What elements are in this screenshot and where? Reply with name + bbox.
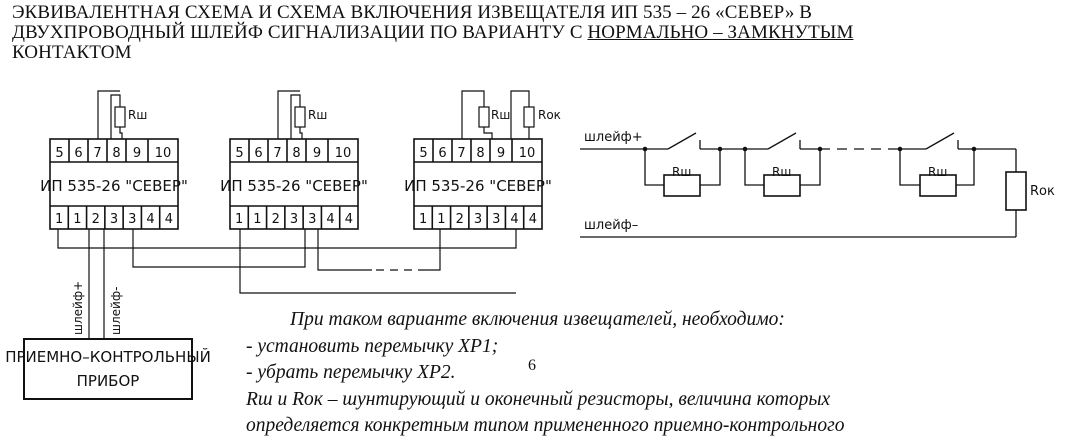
module-2-bottom-terminal-3: 2	[272, 212, 280, 227]
module-2-top-terminal-6: 6	[254, 146, 262, 161]
module-2-shunt-label: Rш	[308, 108, 327, 122]
page-number: 6	[528, 357, 536, 374]
module-2-bottom-terminal-6: 4	[326, 212, 334, 227]
note-line-2: - установить перемычку XP1;	[246, 336, 499, 357]
title-line-3: КОНТАКТОМ	[12, 42, 132, 63]
module-1-shunt-resistor: Rш	[97, 90, 147, 139]
module-1-bottom-terminal-5: 3	[128, 212, 136, 227]
module-1-label: ИП 535-26 "СЕВЕР"	[40, 177, 188, 195]
title-line-2: ДВУХПРОВОДНЫЙ ШЛЕЙФ СИГНАЛИЗАЦИИ ПО ВАРИ…	[12, 22, 588, 43]
module-2-bottom-terminal-1: 1	[235, 212, 243, 227]
equivalent-circuit	[580, 132, 1027, 238]
loop-minus-label: шлейф–	[584, 218, 638, 233]
module-1-top-terminal-8: 8	[112, 146, 120, 161]
equivalent-junctions	[642, 146, 977, 152]
module-3-bottom-terminal-1: 1	[419, 212, 427, 227]
module-1-top-terminal-6: 6	[74, 146, 82, 161]
equiv-shunt-1-label: Rш	[672, 165, 691, 179]
panel-label-2: ПРИБОР	[77, 372, 140, 390]
control-panel-box	[23, 338, 193, 400]
module-3-terminal-resistor-label: Rок	[538, 108, 561, 122]
equiv-shunt-3-label: Rш	[928, 165, 947, 179]
loop-plus-label: шлейф+	[584, 130, 643, 145]
module-3-bottom-terminal-2: 1	[437, 212, 445, 227]
panel-label-1: ПРИЕМНО–КОНТРОЛЬНЫЙ	[5, 347, 211, 366]
module-3-shunt-resistor: Rш Rок	[461, 90, 561, 139]
module-1-bottom-terminal-3: 2	[92, 212, 100, 227]
module-1-top-terminal-9: 9	[133, 146, 141, 161]
note-line-5: определяется конкретным типом примененно…	[246, 415, 845, 436]
module-3-bottom-terminal-4: 3	[474, 212, 482, 227]
note-line-1: При таком варианте включения извещателей…	[290, 309, 785, 330]
module-2-bottom-terminal-4: 3	[290, 212, 298, 227]
module-2-bottom-terminal-5: 3	[308, 212, 316, 227]
module-3-bottom-terminal-5: 3	[492, 212, 500, 227]
module-1-bottom-terminal-2: 1	[73, 212, 81, 227]
note-line-3: - убрать перемычку XP2.	[246, 362, 456, 383]
module-2-bottom-terminal-2: 1	[253, 212, 261, 227]
module-1-top-terminal-10: 10	[155, 146, 172, 161]
module-3-bottom-terminal-7: 4	[529, 212, 537, 227]
module-2-top-terminal-9: 9	[313, 146, 321, 161]
module-1-top-terminal-7: 7	[93, 146, 101, 161]
module-2-top-terminal-5: 5	[235, 146, 243, 161]
module-1-bottom-terminal-4: 3	[110, 212, 118, 227]
module-3-top-terminal-5: 5	[419, 146, 427, 161]
module-3-shunt-label: Rш	[491, 108, 510, 122]
module-1-bottom-terminal-1: 1	[55, 212, 63, 227]
module-2-top-terminal-7: 7	[273, 146, 281, 161]
diagram-title: ЭКВИВАЛЕНТНАЯ СХЕМА И СХЕМА ВКЛЮЧЕНИЯ ИЗ…	[12, 3, 1062, 63]
module-2-label: ИП 535-26 "СЕВЕР"	[220, 177, 368, 195]
module-1-bottom-terminal-7: 4	[165, 212, 173, 227]
module-3-top-terminal-9: 9	[497, 146, 505, 161]
title-underlined: НОРМАЛЬНО – ЗАМКНУТЫМ	[587, 22, 854, 43]
module-2-shunt-resistor: Rш	[277, 90, 327, 139]
module-2-top-terminal-8: 8	[292, 146, 300, 161]
module-3-bottom-terminal-3: 2	[456, 212, 464, 227]
module-1-shunt-label: Rш	[128, 108, 147, 122]
module-3-top-terminal-7: 7	[457, 146, 465, 161]
module-3-top-terminal-6: 6	[438, 146, 446, 161]
module-3-top-terminal-8: 8	[476, 146, 484, 161]
module-3-bottom-terminal-6: 4	[510, 212, 518, 227]
module-3-top-terminal-10: 10	[519, 146, 536, 161]
equiv-shunt-2-label: Rш	[772, 165, 791, 179]
equiv-terminal-resistor-label: Rок	[1030, 184, 1055, 199]
module-2-top-terminal-10: 10	[335, 146, 352, 161]
loop-plus-vertical-label: шлейф+	[71, 281, 85, 335]
module-1-bottom-terminal-6: 4	[146, 212, 154, 227]
note-line-4: Rш и Rок – шунтирующий и оконечный резис…	[246, 389, 831, 410]
loop-minus-vertical-label: шлейф-	[109, 287, 123, 335]
module-2-bottom-terminal-7: 4	[345, 212, 353, 227]
module-3-label: ИП 535-26 "СЕВЕР"	[404, 177, 552, 195]
module-1-top-terminal-5: 5	[55, 146, 63, 161]
title-line-1: ЭКВИВАЛЕНТНАЯ СХЕМА И СХЕМА ВКЛЮЧЕНИЯ ИЗ…	[12, 2, 813, 23]
interconnect-wires	[57, 229, 517, 340]
